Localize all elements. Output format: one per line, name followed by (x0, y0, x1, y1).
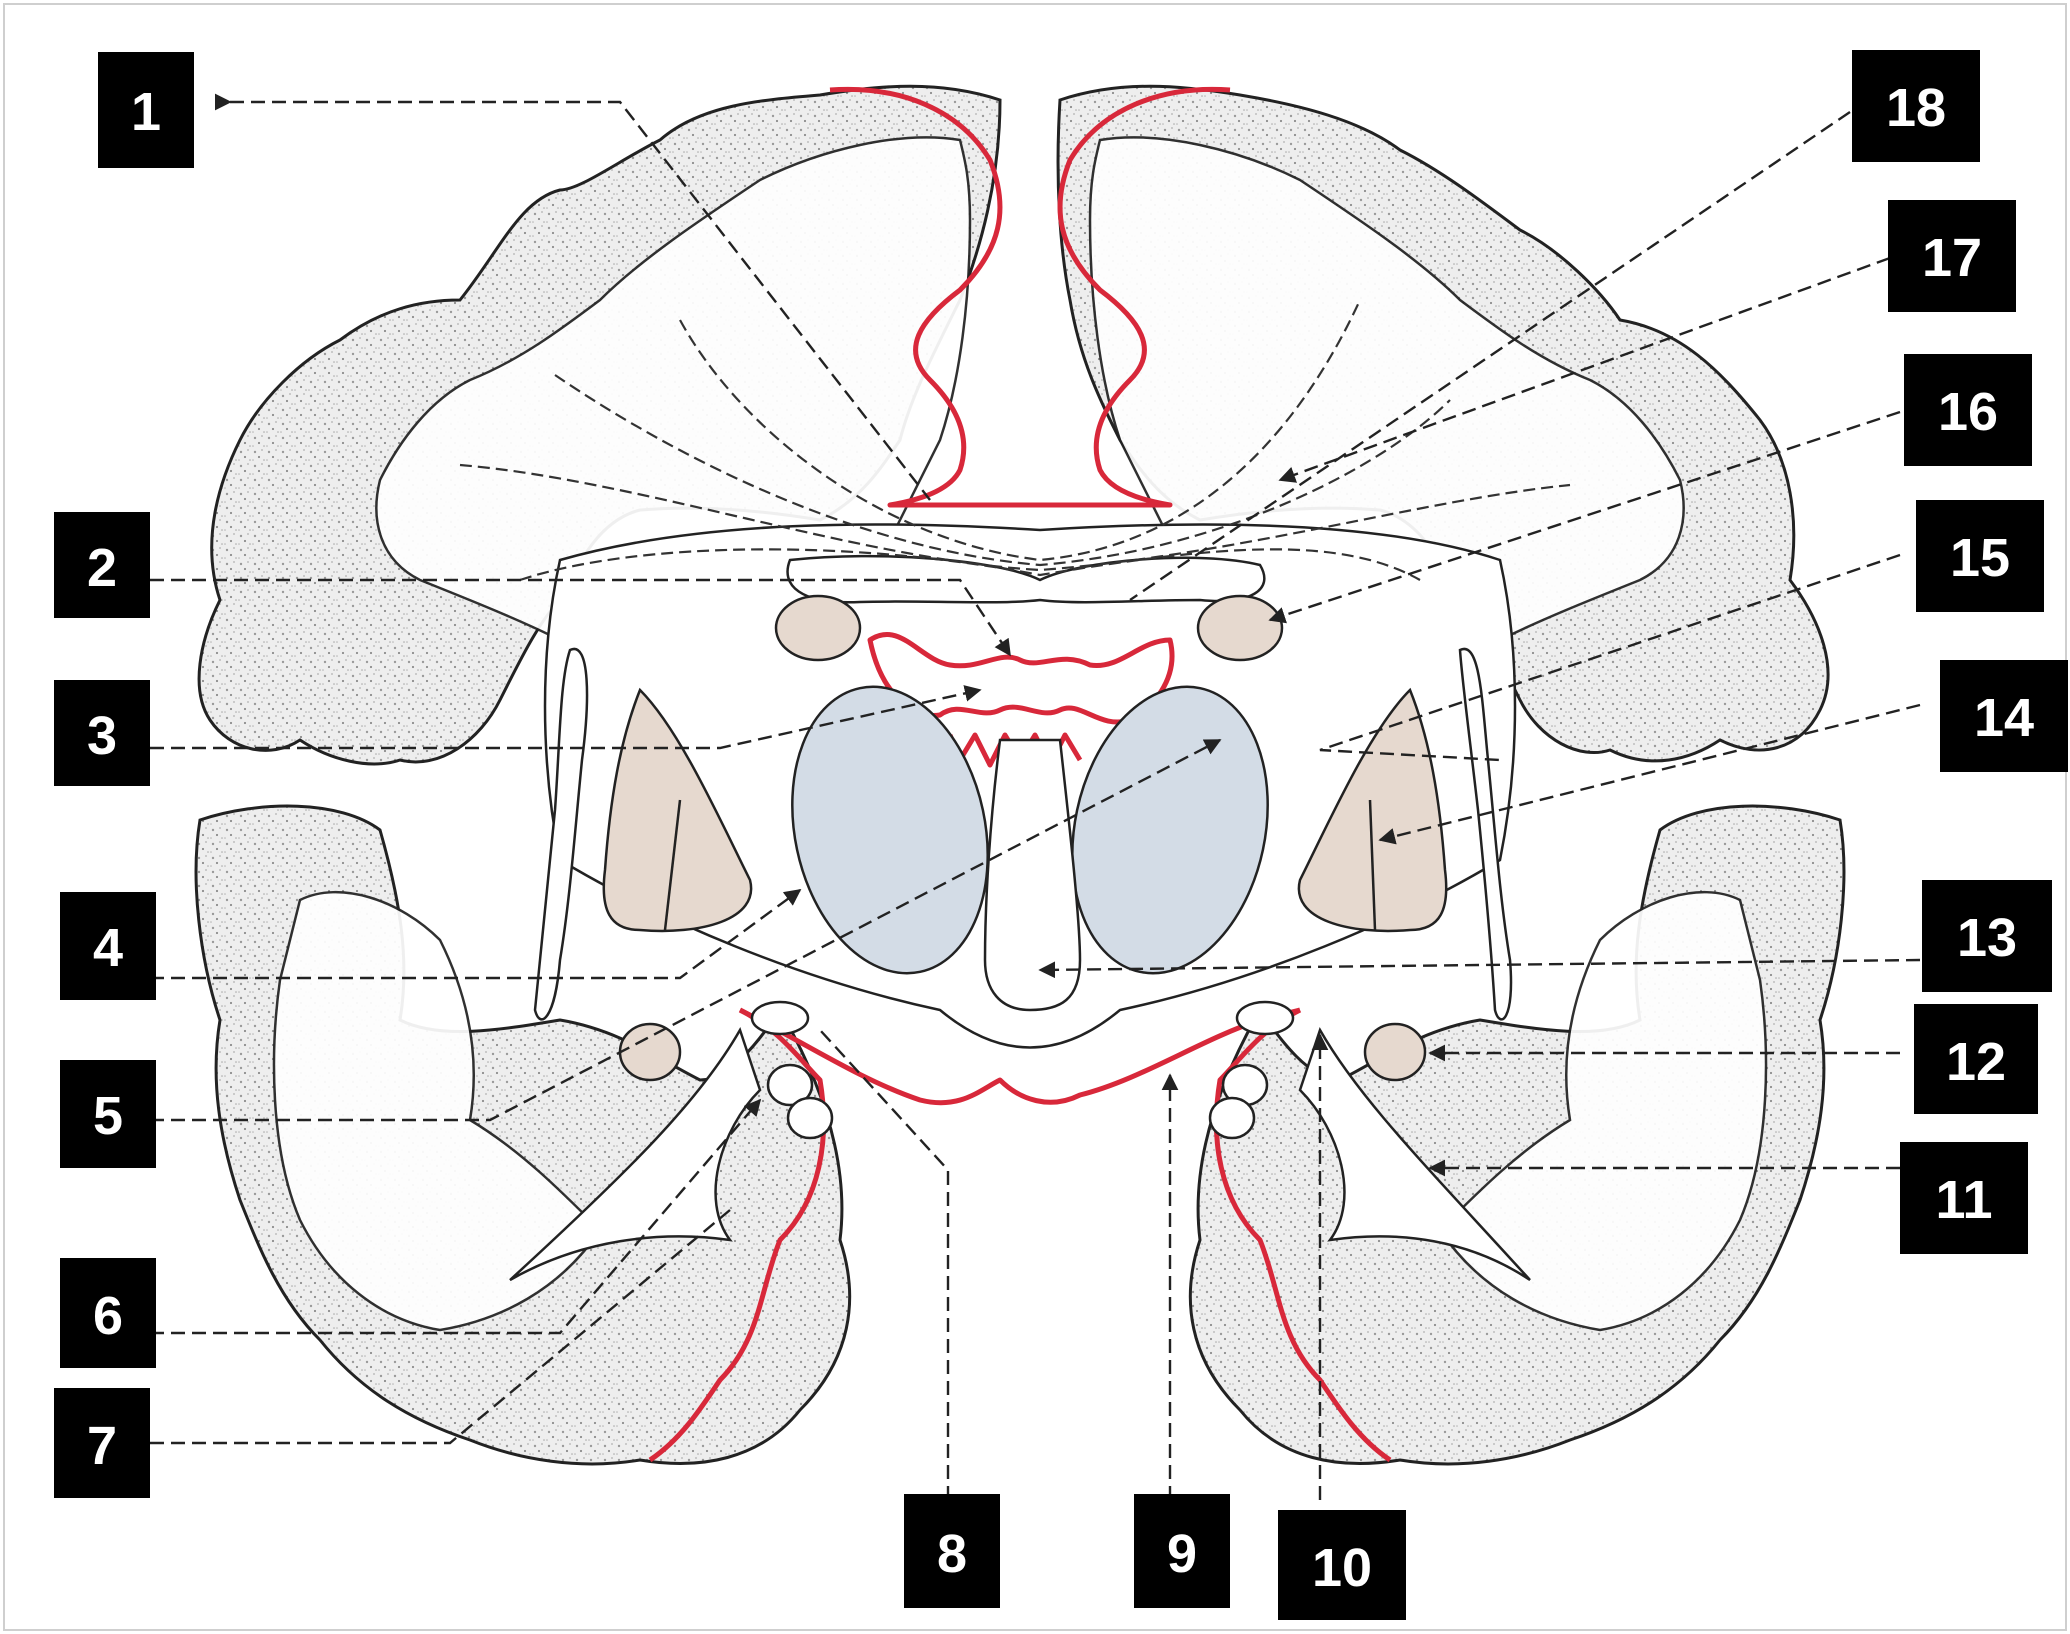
label-14: 14 (1940, 660, 2068, 772)
label-15: 15 (1916, 500, 2044, 612)
svg-text:15: 15 (1950, 528, 2010, 588)
label-6: 6 (60, 1258, 156, 1368)
svg-text:17: 17 (1922, 228, 1982, 288)
svg-text:3: 3 (87, 706, 117, 766)
svg-text:14: 14 (1974, 688, 2034, 748)
svg-text:8: 8 (937, 1524, 967, 1584)
svg-text:16: 16 (1938, 382, 1998, 442)
label-16: 16 (1904, 354, 2032, 466)
svg-text:10: 10 (1312, 1538, 1372, 1598)
label-8: 8 (904, 1494, 1000, 1608)
svg-text:2: 2 (87, 538, 117, 598)
left-caudate-nucleus (776, 596, 860, 660)
label-18: 18 (1852, 50, 1980, 162)
label-12: 12 (1914, 1004, 2038, 1114)
svg-text:1: 1 (131, 82, 161, 142)
svg-text:12: 12 (1946, 1032, 2006, 1092)
label-1: 1 (98, 52, 194, 168)
svg-text:7: 7 (87, 1416, 117, 1476)
label-9: 9 (1134, 1494, 1230, 1608)
label-10: 10 (1278, 1510, 1406, 1620)
svg-text:6: 6 (93, 1286, 123, 1346)
left-hippocampus-2 (788, 1098, 832, 1138)
label-13: 13 (1922, 880, 2052, 992)
right-caudate-nucleus (1198, 596, 1282, 660)
label-3: 3 (54, 680, 150, 786)
svg-text:13: 13 (1957, 908, 2017, 968)
label-5: 5 (60, 1060, 156, 1168)
label-17: 17 (1888, 200, 2016, 312)
label-11: 11 (1900, 1142, 2028, 1254)
right-hippocampus-2 (1210, 1098, 1254, 1138)
svg-text:18: 18 (1886, 78, 1946, 138)
label-4: 4 (60, 892, 156, 1000)
label-7: 7 (54, 1388, 150, 1498)
svg-text:9: 9 (1167, 1524, 1197, 1584)
label-2: 2 (54, 512, 150, 618)
right-optic-tract (1237, 1002, 1293, 1034)
left-optic-tract (752, 1002, 808, 1034)
svg-text:5: 5 (93, 1086, 123, 1146)
left-tail-of-caudate (620, 1024, 680, 1080)
svg-text:11: 11 (1935, 1170, 1992, 1230)
svg-text:4: 4 (93, 918, 123, 978)
right-tail-of-caudate (1365, 1024, 1425, 1080)
